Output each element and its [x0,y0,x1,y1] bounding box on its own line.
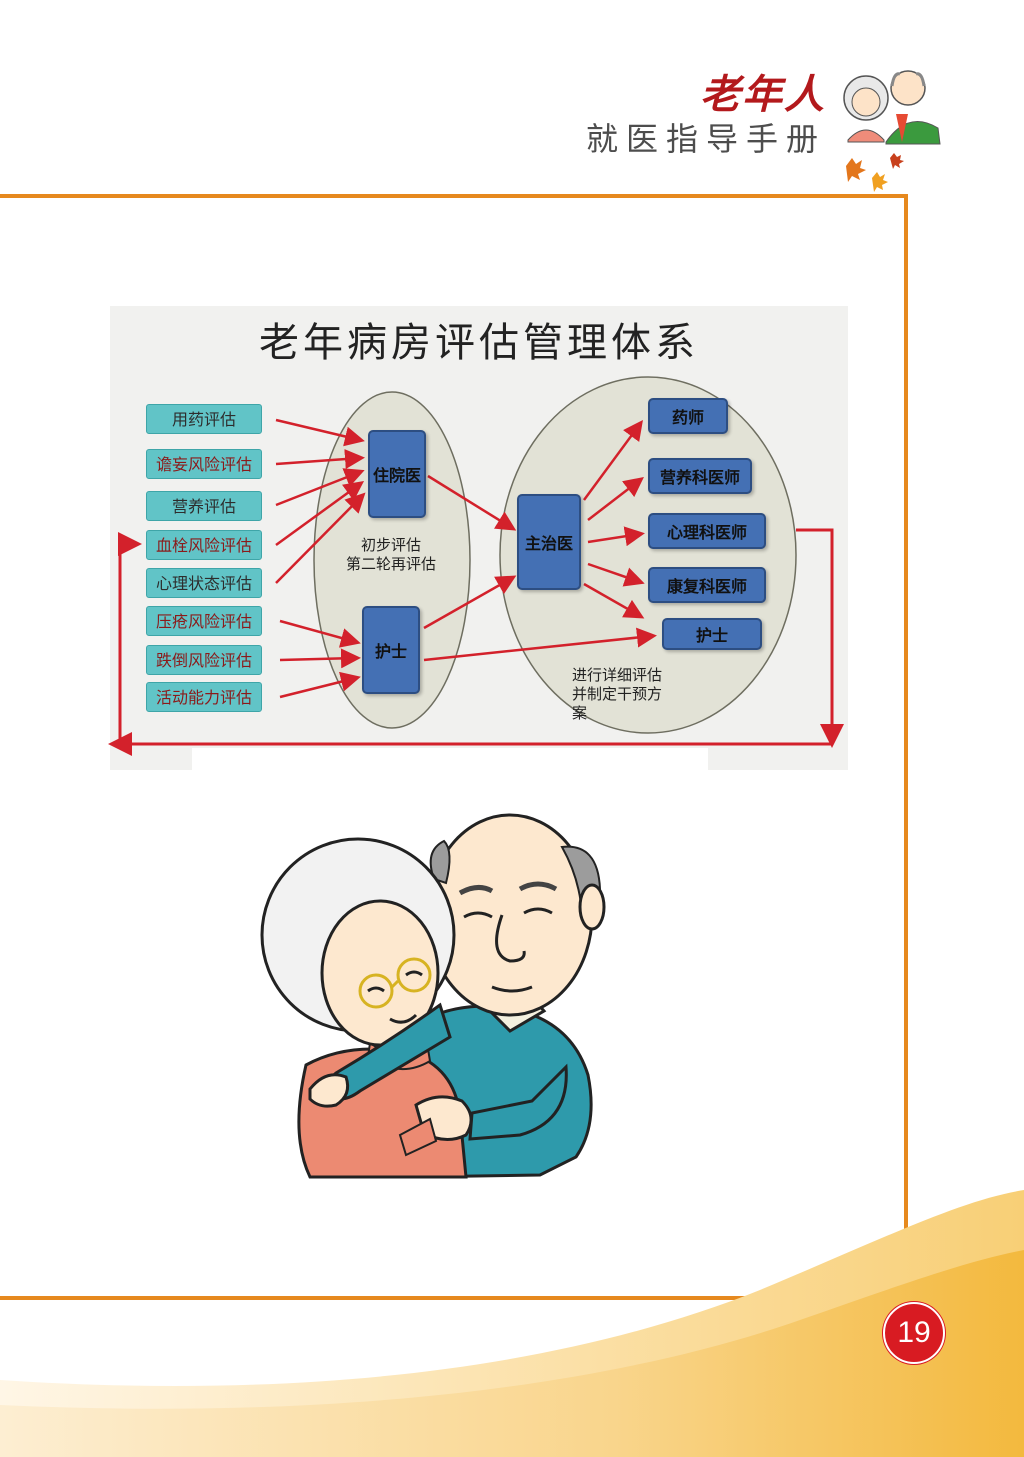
assessment-fall-risk: 跌倒风险评估 [146,645,262,675]
specialist-psychologist-box: 心理科医师 [648,513,766,549]
assessment-thrombosis-risk: 血栓风险评估 [146,530,262,560]
assessment-medication: 用药评估 [146,404,262,434]
resident-doctor-box: 住院医 [368,430,426,518]
assessment-psychological-state: 心理状态评估 [146,568,262,598]
specialist-nurse-box: 护士 [662,618,762,650]
specialist-rehabilitation-box: 康复科医师 [648,567,766,603]
frame-top-line [0,194,908,198]
detailed-assessment-note: 进行详细评估 并制定干预方 案 [572,666,663,722]
frame-right-line [904,194,908,1299]
specialist-pharmacist-box: 药师 [648,398,728,434]
initial-assessment-note: 初步评估 第二轮再评估 [345,536,436,573]
assessment-delirium-risk: 谵妄风险评估 [146,449,262,479]
page-number: 19 [883,1302,945,1364]
attending-doctor-box: 主治医 [517,494,581,590]
handbook-title-guide: 就医指导手册 [586,120,827,158]
assessment-pressure-ulcer-risk: 压疮风险评估 [146,606,262,636]
assessment-mobility: 活动能力评估 [146,682,262,712]
decorative-swoosh [0,1190,1024,1457]
diagram-title: 老年病房评估管理体系 [259,320,699,366]
elderly-couple-illustration [260,813,606,1179]
nurse-box: 护士 [362,606,420,694]
elderly-couple-header-illustration [843,70,941,192]
specialist-nutritionist-box: 营养科医师 [648,458,752,494]
assessment-nutrition: 营养评估 [146,491,262,521]
handbook-title-elderly: 老年人 [700,71,826,118]
diagram-background-notch [192,748,708,772]
frame-bottom-line [0,1296,908,1300]
